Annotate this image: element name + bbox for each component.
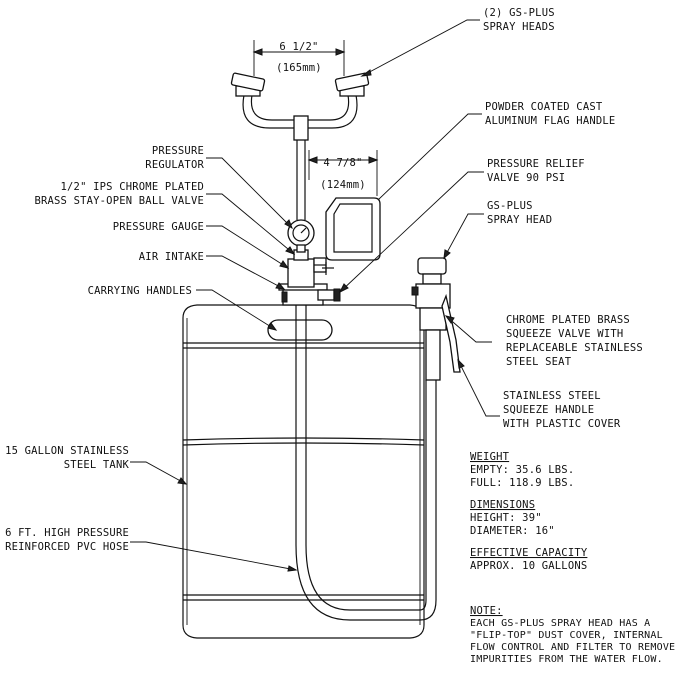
tank-label-1: 15 GALLON STAINLESS <box>5 445 129 457</box>
weight-empty: EMPTY: 35.6 LBS. <box>470 464 574 476</box>
spray-heads-label-1: (2) GS-PLUS <box>483 7 555 19</box>
weight-full: FULL: 118.9 LBS. <box>470 477 574 489</box>
leader-lines <box>130 19 500 572</box>
squeeze-handle-label-3: WITH PLASTIC COVER <box>503 418 621 430</box>
width-dimension <box>252 40 346 76</box>
flag-handle <box>322 197 381 275</box>
squeeze-valve-label-4: STEEL SEAT <box>506 356 572 368</box>
hose-label-1: 6 FT. HIGH PRESSURE <box>5 527 129 539</box>
flag-handle-label-1: POWDER COATED CAST <box>485 101 603 113</box>
capacity-heading: EFFECTIVE CAPACITY <box>470 547 588 559</box>
note-line-3: FLOW CONTROL AND FILTER TO REMOVE <box>470 642 675 653</box>
hose-label-2: REINFORCED PVC HOSE <box>5 541 129 553</box>
stainless-steel-tank <box>182 304 425 639</box>
dimensions-diameter: DIAMETER: 16" <box>470 525 555 537</box>
riser-pipe <box>296 140 306 220</box>
width-dim-mm: (165mm) <box>276 62 322 74</box>
carrying-handle-slot <box>267 319 333 341</box>
weight-heading: WEIGHT <box>470 451 510 463</box>
squeeze-handle-label-2: SQUEEZE HANDLE <box>503 404 594 416</box>
dimensions-heading: DIMENSIONS <box>470 499 535 511</box>
capacity-value: APPROX. 10 GALLONS <box>470 560 587 572</box>
note-line-4: IMPURITIES FROM THE WATER FLOW. <box>470 654 663 665</box>
pressure-relief-label-2: VALVE 90 PSI <box>487 172 565 184</box>
offset-dim-inches: 4 7/8" <box>323 157 362 169</box>
spray-head-arms <box>242 94 358 141</box>
dimensions-height: HEIGHT: 39" <box>470 512 542 524</box>
offset-dimension <box>307 150 379 196</box>
squeeze-valve-label-3: REPLACEABLE STAINLESS <box>506 342 643 354</box>
pressure-gauge <box>287 219 315 253</box>
pressure-regulator-label-2: REGULATOR <box>145 159 204 171</box>
flag-handle-label-2: ALUMINUM FLAG HANDLE <box>485 115 615 127</box>
note-line-2: "FLIP-TOP" DUST COVER, INTERNAL <box>470 630 663 641</box>
squeeze-valve-label-1: CHROME PLATED BRASS <box>506 314 630 326</box>
width-dim-inches: 6 1/2" <box>279 41 318 53</box>
note-line-1: EACH GS-PLUS SPRAY HEAD HAS A <box>470 618 650 629</box>
carrying-handles-label: CARRYING HANDLES <box>88 285 192 297</box>
spray-head-right <box>334 72 370 97</box>
squeeze-valve-label-2: SQUEEZE VALVE WITH <box>506 328 623 340</box>
air-intake-label: AIR INTAKE <box>139 251 204 263</box>
ball-valve-label-1: 1/2" IPS CHROME PLATED <box>61 181 204 193</box>
squeeze-handle-label-1: STAINLESS STEEL <box>503 390 601 402</box>
pvc-hose <box>295 305 437 621</box>
spray-heads-label-2: SPRAY HEADS <box>483 21 555 33</box>
spray-head-left <box>230 72 266 97</box>
offset-dim-mm: (124mm) <box>320 179 366 191</box>
pressure-regulator-label-1: PRESSURE <box>152 145 204 157</box>
pressure-gauge-label: PRESSURE GAUGE <box>113 221 204 233</box>
hand-spray-assembly <box>411 257 461 381</box>
top-fitting-assembly <box>278 249 341 306</box>
tank-label-2: STEEL TANK <box>64 459 130 471</box>
spray-head-label-1: GS-PLUS <box>487 200 533 212</box>
spray-head-label-2: SPRAY HEAD <box>487 214 552 226</box>
ball-valve-label-2: BRASS STAY-OPEN BALL VALVE <box>34 195 204 207</box>
note-heading: NOTE: <box>470 605 503 617</box>
pressure-relief-label-1: PRESSURE RELIEF <box>487 158 585 170</box>
